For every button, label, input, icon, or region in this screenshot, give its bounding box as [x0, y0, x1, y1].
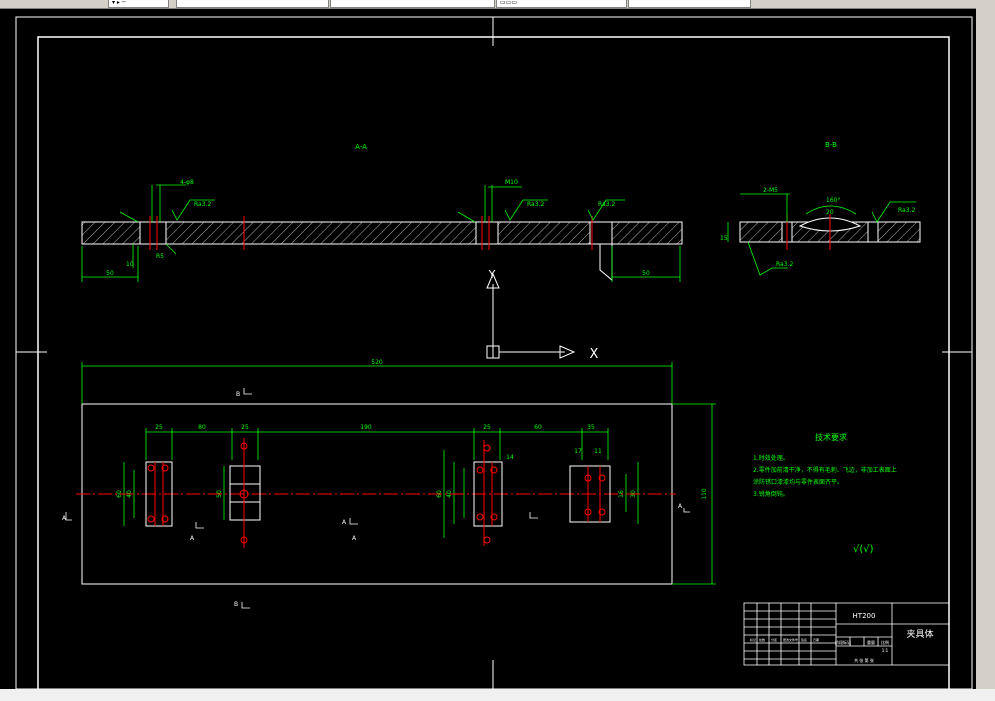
title-row-label: 标记 — [750, 637, 756, 642]
dim-label: 190 — [360, 424, 372, 431]
dim-label: 20 — [826, 209, 834, 216]
section-mark: A — [190, 535, 195, 542]
title-row-label: 更改文件号 — [783, 637, 798, 642]
title-row-label: 签名 — [801, 637, 807, 642]
scrollbar-horizontal[interactable] — [0, 689, 995, 701]
section-mark: A — [352, 535, 357, 542]
centering-marks — [16, 17, 972, 689]
dim-label: 60 — [534, 424, 542, 431]
title-row-label: 日期 — [813, 637, 819, 642]
section-aa-title: A-A — [355, 143, 367, 151]
title-scale: 比例 — [881, 639, 889, 645]
tech-req-line: 涂防锈口漆漆均与零件表面齐平。 — [753, 478, 843, 486]
section-mark: A — [62, 515, 67, 522]
dim-label: 25 — [155, 424, 163, 431]
dim-label: 15 — [720, 235, 728, 242]
cad-drawing-canvas[interactable]: A-A — [0, 8, 976, 689]
dim-label: 17 — [574, 448, 582, 455]
inner-frame — [37, 36, 950, 689]
section-mark: B — [236, 391, 240, 398]
dim-label: 160° — [826, 197, 840, 204]
title-row-label: 处数 — [759, 637, 765, 642]
title-row-label: 分区 — [771, 637, 777, 642]
dim-label: 80 — [198, 424, 206, 431]
toolbar-tab-4[interactable]: ▭▭▭ — [496, 0, 627, 8]
title-part-name: 夹具体 — [906, 628, 933, 640]
tech-req-line: 2.零件加前清干净，不得有毛刺、飞边，非加工表面上 — [753, 466, 897, 474]
section-aa-view: 4-φ8 M10 Ra3.2 Ra3.2 Ra3.2 50 50 10 R5 — [81, 179, 683, 282]
section-mark: B — [234, 601, 238, 608]
dim-label: 110 — [701, 488, 708, 500]
section-bb-view: 2-M5 160° 20 15 Ra3.2 Ra3.2 — [720, 187, 921, 276]
tech-req-line: 1.时效处理。 — [753, 454, 789, 462]
tech-req-title: 技术要求 — [815, 432, 847, 442]
tech-req-line: 3.锐角倒钝。 — [753, 490, 789, 498]
roughness-label: Ra3.2 — [598, 201, 615, 208]
title-block — [743, 602, 950, 666]
ucs-icon — [486, 272, 576, 359]
roughness-label: Ra3.2 — [898, 207, 915, 214]
dim-label: 25 — [241, 424, 249, 431]
dim-holes-label: 4-φ8 — [180, 179, 194, 186]
dim-label: 2-M5 — [763, 187, 778, 194]
dim-label: 50 — [642, 270, 650, 277]
toolbar-tab-1[interactable]: ▾ ▸ ─ — [108, 0, 169, 8]
dim-label: 11 — [594, 448, 602, 455]
toolbar-tab-5[interactable] — [628, 0, 751, 8]
window-tab-strip: ▾ ▸ ─ ▭▭▭ — [0, 0, 995, 9]
title-material: HT200 — [853, 612, 876, 620]
technical-requirements: 技术要求 1.时效处理。 2.零件加前清干净，不得有毛刺、飞边，非加工表面上 涂… — [753, 432, 897, 555]
toolbar-tab-2[interactable] — [176, 0, 329, 8]
roughness-label: Ra3.2 — [527, 201, 544, 208]
title-sheet: 共 张 第 张 — [854, 657, 874, 663]
section-mark: A — [342, 519, 347, 526]
dim-label: 520 — [371, 359, 383, 366]
scrollbar-vertical[interactable] — [976, 8, 995, 689]
dim-label: 10 — [126, 261, 134, 268]
outer-frame — [15, 16, 973, 689]
toolbar-tab-3[interactable] — [330, 0, 495, 8]
ucs-x-label: X — [590, 347, 599, 362]
roughness-symbol: √(√) — [853, 544, 874, 555]
dim-label: 60 — [116, 490, 123, 498]
dim-label: 35 — [587, 424, 595, 431]
roughness-label: Ra3.2 — [776, 261, 793, 268]
section-mark: A — [678, 503, 683, 510]
dim-label: 14 — [506, 454, 514, 461]
roughness-label: Ra3.2 — [194, 201, 211, 208]
tab-label: ▾ ▸ ─ — [112, 0, 126, 6]
dim-thread-label: M10 — [505, 179, 518, 186]
title-weight: 重量 — [867, 639, 875, 645]
tab-label: ▭▭▭ — [500, 0, 518, 6]
ucs-y-label: Y — [488, 268, 496, 281]
plan-view: 520 110 25 80 25 190 25 60 35 17 11 14 6… — [62, 359, 716, 609]
title-stage: 阶段标记 — [835, 639, 851, 645]
dim-label: 40 — [446, 490, 453, 498]
dim-label: R5 — [156, 253, 164, 260]
section-bb-title: B-B — [825, 141, 837, 149]
dim-label: 25 — [483, 424, 491, 431]
dim-label: 50 — [106, 270, 114, 277]
title-scale-value: 1:1 — [882, 648, 889, 653]
